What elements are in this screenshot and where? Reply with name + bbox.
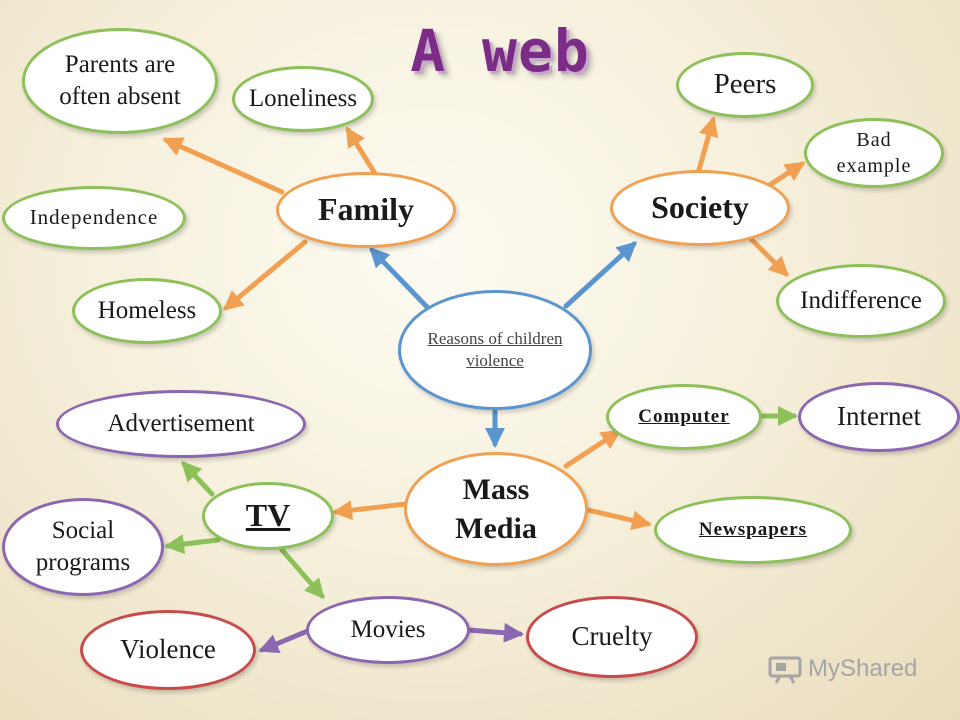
arrow-family-homeless bbox=[222, 239, 308, 311]
node-movies: Movies bbox=[306, 596, 470, 664]
node-internet: Internet bbox=[798, 382, 960, 452]
node-independence: Independence bbox=[2, 186, 186, 250]
node-indifference-label: Indifference bbox=[800, 286, 922, 314]
node-computer: Computer bbox=[606, 384, 762, 450]
node-cruelty-label: Cruelty bbox=[571, 621, 653, 652]
node-social-programs: Social programs bbox=[2, 498, 164, 596]
node-loneliness-label: Loneliness bbox=[248, 84, 358, 112]
node-mass-media-line2: Media bbox=[455, 512, 537, 545]
arrow-society-badexample bbox=[765, 161, 806, 189]
page-title: A web bbox=[410, 17, 590, 85]
node-internet-label: Internet bbox=[837, 401, 921, 432]
node-movies-label: Movies bbox=[350, 615, 426, 643]
node-newspapers: Newspapers bbox=[654, 496, 852, 564]
node-independence-label: Independence bbox=[29, 205, 159, 230]
node-loneliness: Loneliness bbox=[232, 66, 374, 132]
node-violence: Violence bbox=[80, 610, 256, 690]
arrow-movies-cruelty bbox=[465, 622, 524, 643]
logo-watermark: MyShared bbox=[768, 654, 917, 684]
arrow-family-parents bbox=[162, 137, 285, 195]
node-parents-absent: Parents are often absent bbox=[22, 28, 218, 134]
node-family-label: Family bbox=[318, 191, 414, 228]
node-mass-media-line1: Mass bbox=[462, 473, 530, 506]
node-indifference: Indifference bbox=[776, 264, 946, 338]
node-violence-label: Violence bbox=[120, 634, 216, 665]
node-bad-example-line1: Bad bbox=[856, 129, 892, 151]
arrow-tv-socialprograms bbox=[164, 534, 221, 555]
node-tv: TV bbox=[202, 482, 334, 550]
arrow-society-indifference bbox=[747, 235, 789, 277]
arrow-society-peers bbox=[696, 116, 719, 173]
arrow-massmedia-newspapers bbox=[585, 507, 652, 531]
node-parents-line1: Parents are bbox=[64, 50, 176, 78]
node-social-programs-line2: programs bbox=[35, 549, 131, 576]
node-advertisement: Advertisement bbox=[56, 390, 306, 458]
node-parents-line2: often absent bbox=[59, 83, 181, 110]
node-computer-label: Computer bbox=[638, 405, 730, 427]
node-family: Family bbox=[276, 172, 456, 248]
node-peers-label: Peers bbox=[713, 68, 777, 101]
node-homeless: Homeless bbox=[72, 278, 222, 344]
logo-text: MyShared bbox=[808, 655, 918, 682]
node-cruelty: Cruelty bbox=[526, 596, 698, 678]
arrow-tv-advertisement bbox=[181, 461, 215, 497]
arrow-massmedia-computer bbox=[563, 429, 622, 469]
node-society-label: Society bbox=[651, 189, 749, 226]
arrow-massmedia-tv bbox=[332, 500, 409, 521]
node-bad-example-line2: example bbox=[836, 155, 912, 177]
arrow-movies-violence bbox=[258, 627, 313, 654]
arrow-center-society bbox=[563, 241, 637, 309]
arrow-center-family bbox=[369, 247, 431, 311]
node-homeless-label: Homeless bbox=[97, 296, 197, 324]
node-newspapers-label: Newspapers bbox=[698, 518, 808, 540]
node-center: Reasons of children violence bbox=[398, 290, 592, 410]
node-tv-label: TV bbox=[245, 497, 291, 534]
projector-icon bbox=[768, 656, 802, 684]
node-social-programs-line1: Social bbox=[51, 516, 115, 544]
node-peers: Peers bbox=[676, 52, 814, 118]
node-bad-example: Bad example bbox=[804, 118, 944, 188]
node-center-line2: violence bbox=[466, 351, 524, 370]
node-center-line1: Reasons of children bbox=[427, 328, 563, 348]
arrow-family-loneliness bbox=[345, 126, 377, 175]
node-society: Society bbox=[610, 170, 790, 246]
node-advertisement-label: Advertisement bbox=[107, 409, 255, 437]
arrow-tv-movies bbox=[279, 547, 325, 600]
